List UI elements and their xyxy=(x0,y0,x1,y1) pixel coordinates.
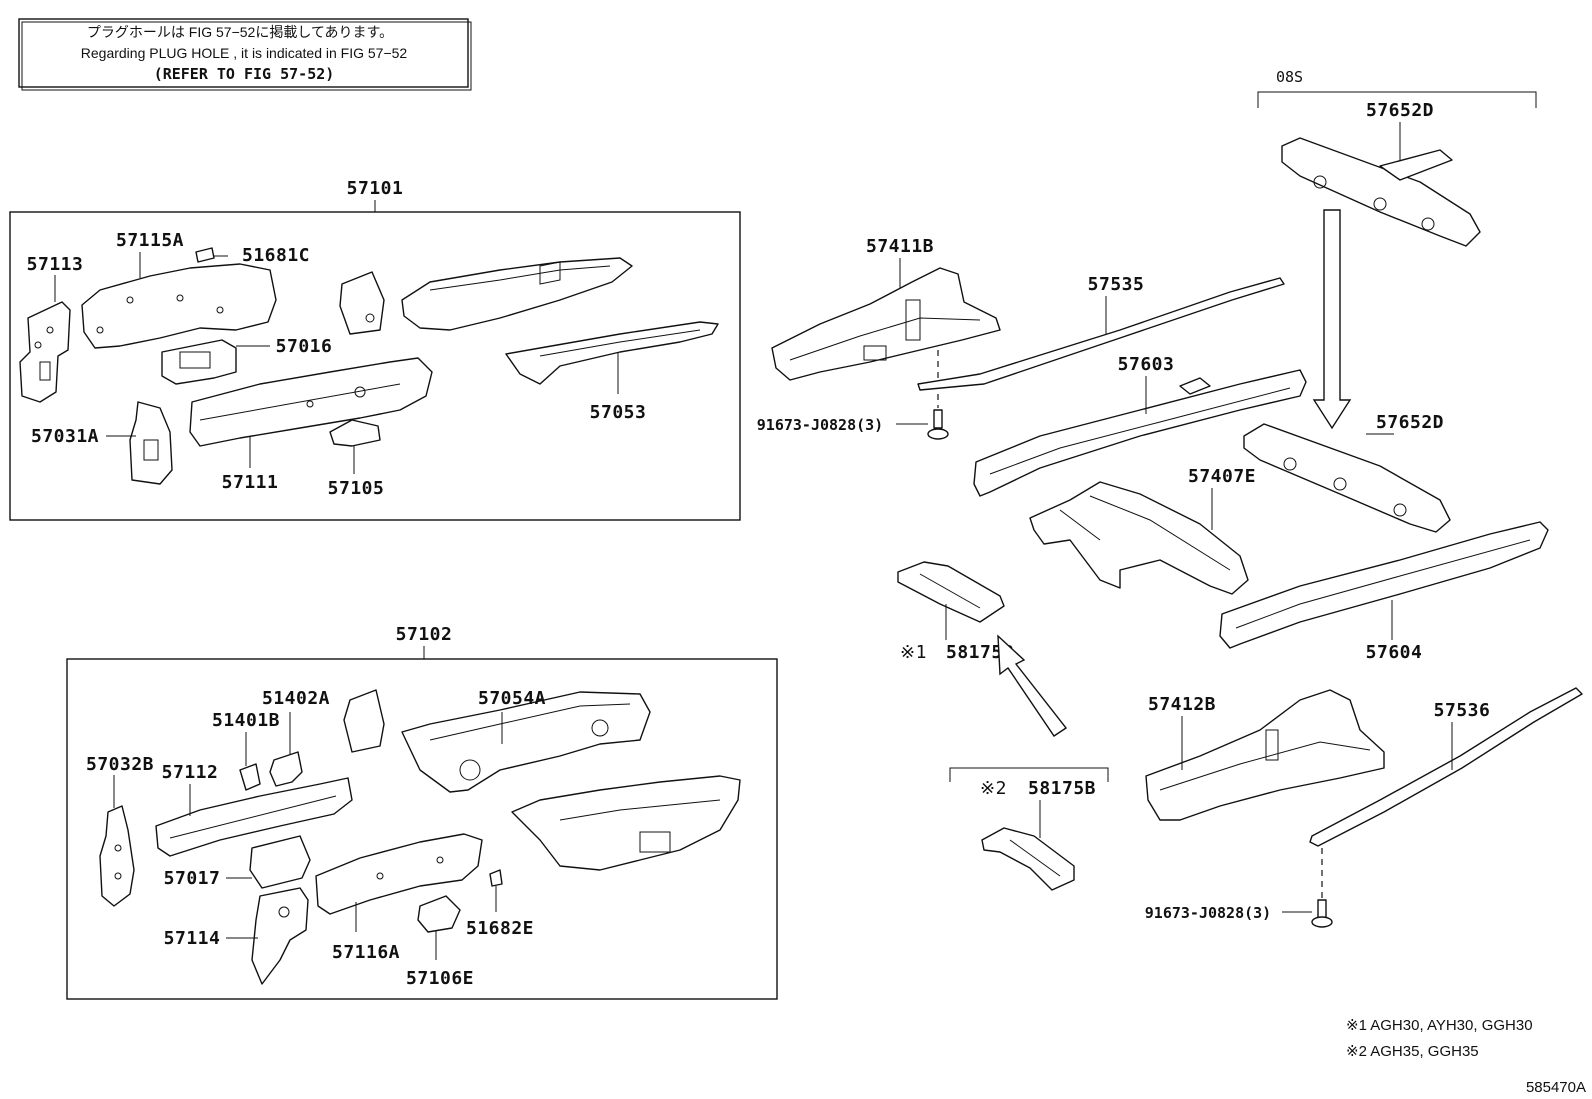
part-57031A[interactable]: 57031A xyxy=(31,401,173,485)
part-57105[interactable]: 57105 xyxy=(328,419,385,499)
group-08s: 08S xyxy=(1257,68,1537,108)
label-58175B-1: 58175B xyxy=(946,642,1014,663)
part-57604[interactable]: 57604 xyxy=(1219,521,1549,663)
part-57106E[interactable]: 57106E xyxy=(406,895,474,989)
part-51402A[interactable]: 51402A xyxy=(262,688,330,787)
part-57652D-mid[interactable]: 57652D xyxy=(1243,412,1451,533)
part-57017[interactable]: 57017 xyxy=(164,835,311,889)
label-57114: 57114 xyxy=(164,928,221,949)
part-57114[interactable]: 57114 xyxy=(164,887,309,985)
label-51681C: 51681C xyxy=(242,245,310,266)
figure-id: 585470A xyxy=(1526,1079,1586,1096)
part-57536[interactable]: 57536 xyxy=(1309,687,1583,847)
part-57116A[interactable]: 57116A xyxy=(315,833,483,963)
part-57111[interactable]: 57111 xyxy=(189,357,433,493)
label-57536: 57536 xyxy=(1434,700,1491,721)
label-57115A: 57115A xyxy=(116,230,184,251)
part-upper-bracket-2[interactable] xyxy=(343,689,385,753)
part-57411B[interactable]: 57411B xyxy=(771,236,1001,381)
label-08s: 08S xyxy=(1276,68,1303,86)
mark-2: ※2 xyxy=(980,778,1007,799)
down-arrow xyxy=(1312,209,1352,430)
label-57113: 57113 xyxy=(27,254,84,275)
part-58175B-2[interactable] xyxy=(981,800,1075,891)
part-57032B[interactable]: 57032B xyxy=(86,754,154,907)
group-57102: 57102 xyxy=(66,624,778,1000)
legend-2: ※2 AGH35, GGH35 xyxy=(1346,1043,1479,1060)
legend-1: ※1 AGH30, AYH30, GGH30 xyxy=(1346,1017,1533,1034)
note-line-japanese: プラグホールは FIG 57−52に掲載してあります。 xyxy=(87,24,393,40)
group-58175B-2: ※2 58175B xyxy=(949,767,1109,799)
part-57016[interactable]: 57016 xyxy=(161,336,333,385)
label-57535: 57535 xyxy=(1088,274,1145,295)
mark-1: ※1 xyxy=(900,642,927,663)
label-57106E: 57106E xyxy=(406,968,474,989)
part-57412B[interactable]: 57412B xyxy=(1145,689,1385,821)
label-57112: 57112 xyxy=(162,762,219,783)
note-line-english: Regarding PLUG HOLE , it is indicated in… xyxy=(81,45,408,61)
part-57535[interactable]: 57535 xyxy=(917,274,1285,391)
part-57112[interactable]: 57112 xyxy=(155,762,353,857)
part-51401B[interactable]: 51401B xyxy=(212,710,280,791)
label-57111: 57111 xyxy=(222,472,279,493)
diagonal-arrow xyxy=(997,634,1068,737)
group-57101: 57101 xyxy=(9,178,741,521)
label-57652D-mid: 57652D xyxy=(1376,412,1444,433)
label-57017: 57017 xyxy=(164,868,221,889)
label-57054A: 57054A xyxy=(478,688,546,709)
part-57407E[interactable]: 57407E xyxy=(1029,466,1256,595)
label-57412B: 57412B xyxy=(1148,694,1216,715)
label-58175B-2: 58175B xyxy=(1028,778,1096,799)
bolt-upper[interactable]: 91673-J0828(3) xyxy=(757,350,949,440)
label-51401B: 51401B xyxy=(212,710,280,731)
label-57652D-top: 57652D xyxy=(1366,100,1434,121)
part-57115A[interactable]: 57115A xyxy=(81,230,277,349)
plug-hole-note: プラグホールは FIG 57−52に掲載してあります。 Regarding PL… xyxy=(18,18,472,91)
part-rail-upper[interactable] xyxy=(401,257,633,331)
part-57603[interactable]: 57603 xyxy=(973,354,1307,497)
label-57032B: 57032B xyxy=(86,754,154,775)
part-57652D-top[interactable]: 57652D xyxy=(1281,100,1481,247)
note-line-refer: (REFER TO FIG 57-52) xyxy=(154,65,335,83)
label-57031A: 57031A xyxy=(31,426,99,447)
label-57053: 57053 xyxy=(590,402,647,423)
label-57016: 57016 xyxy=(276,336,333,357)
part-51681C[interactable]: 51681C xyxy=(195,245,310,266)
legend: ※1 AGH30, AYH30, GGH30 ※2 AGH35, GGH35 5… xyxy=(1346,1017,1586,1096)
label-57604: 57604 xyxy=(1366,642,1423,663)
part-58175B-1[interactable]: ※1 58175B xyxy=(897,561,1014,663)
part-lower-rail[interactable] xyxy=(511,775,741,871)
part-upper-bracket[interactable] xyxy=(339,271,385,335)
label-51682E: 51682E xyxy=(466,918,534,939)
part-51682E[interactable]: 51682E xyxy=(466,869,534,939)
part-57054A[interactable]: 57054A xyxy=(401,688,651,793)
group-57101-label: 57101 xyxy=(347,178,404,199)
part-57113[interactable]: 57113 xyxy=(19,254,84,403)
label-57105: 57105 xyxy=(328,478,385,499)
label-51402A: 51402A xyxy=(262,688,330,709)
label-57411B: 57411B xyxy=(866,236,934,257)
group-57102-label: 57102 xyxy=(396,624,453,645)
label-91673-upper: 91673-J0828(3) xyxy=(757,416,883,434)
label-57603: 57603 xyxy=(1118,354,1175,375)
label-91673-lower: 91673-J0828(3) xyxy=(1145,904,1271,922)
label-57407E: 57407E xyxy=(1188,466,1256,487)
part-57053[interactable]: 57053 xyxy=(505,321,719,423)
bolt-lower[interactable]: 91673-J0828(3) xyxy=(1145,848,1333,928)
label-57116A: 57116A xyxy=(332,942,400,963)
